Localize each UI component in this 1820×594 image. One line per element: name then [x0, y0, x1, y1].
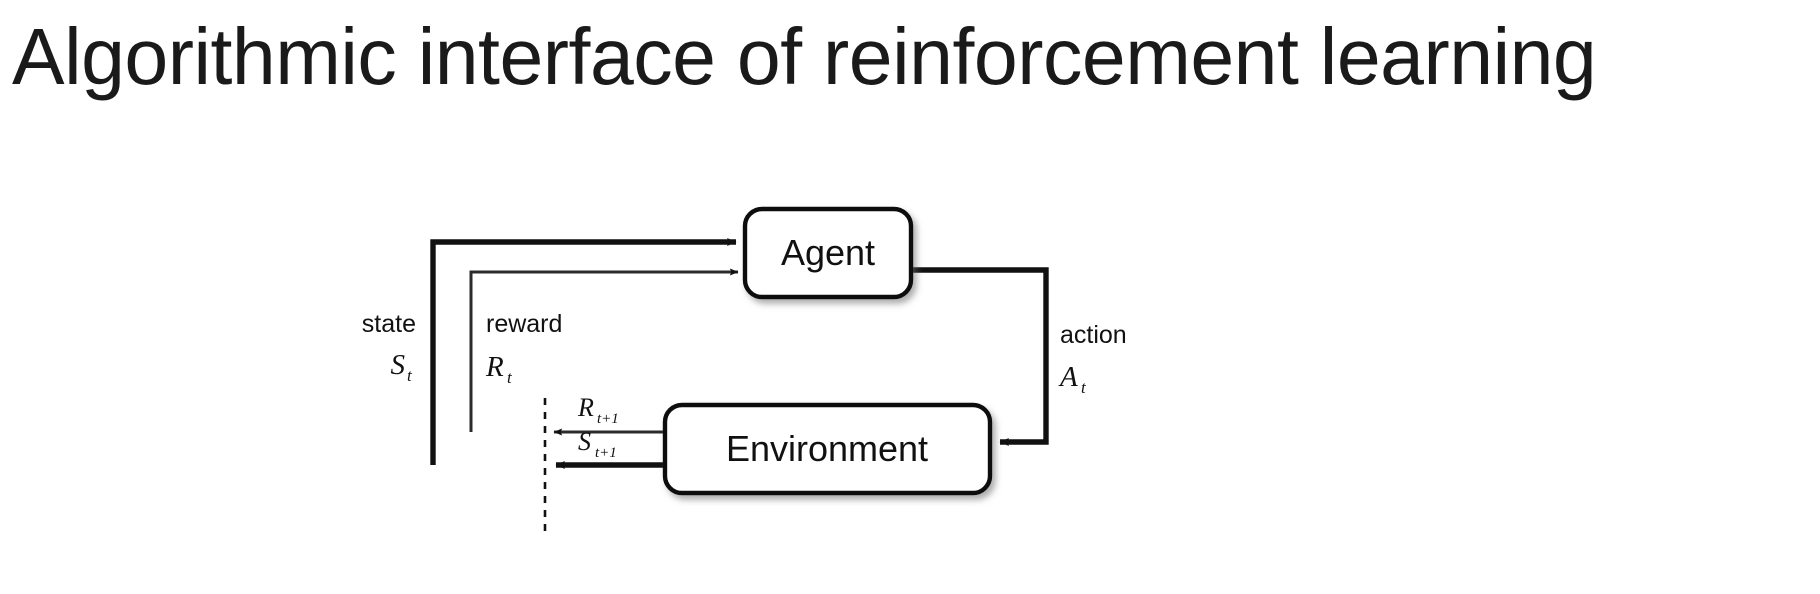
edge-action-to-environment: [912, 267, 1049, 446]
state-math-label: S: [391, 349, 406, 381]
action-math-subscript: t: [1081, 378, 1087, 397]
environment-box[interactable]: [662, 402, 993, 496]
label-reward: reward R t: [485, 310, 562, 387]
action-word-label: action: [1060, 321, 1127, 349]
edge-reward-to-agent: [469, 268, 739, 432]
state-arrow-path: [430, 238, 737, 465]
node-agent[interactable]: Agent: [742, 206, 914, 300]
next-state-math-label: S: [578, 427, 591, 456]
state-math-subscript: t: [407, 366, 413, 385]
state-word-label: state: [362, 310, 416, 338]
reward-math-subscript: t: [507, 368, 513, 387]
action-arrow-path: [912, 267, 1049, 446]
action-math-label: A: [1058, 361, 1078, 393]
label-state: state S t: [362, 310, 416, 385]
label-next-state: S t+1: [578, 427, 617, 461]
label-next-reward: R t+1: [577, 393, 619, 427]
agent-box[interactable]: [742, 206, 914, 300]
label-action: action A t: [1058, 321, 1127, 397]
reward-arrow-path: [469, 268, 739, 432]
next-reward-math-subscript: t+1: [597, 411, 619, 427]
edge-state-to-agent: [430, 238, 737, 465]
environment-label: Environment: [726, 428, 928, 469]
reward-word-label: reward: [486, 310, 562, 338]
next-reward-math-label: R: [577, 393, 594, 422]
agent-label: Agent: [781, 232, 875, 273]
node-environment[interactable]: Environment: [662, 402, 993, 496]
reward-math-label: R: [485, 351, 504, 383]
next-state-math-subscript: t+1: [595, 445, 617, 461]
page-title: Algorithmic interface of reinforcement l…: [12, 12, 1597, 101]
